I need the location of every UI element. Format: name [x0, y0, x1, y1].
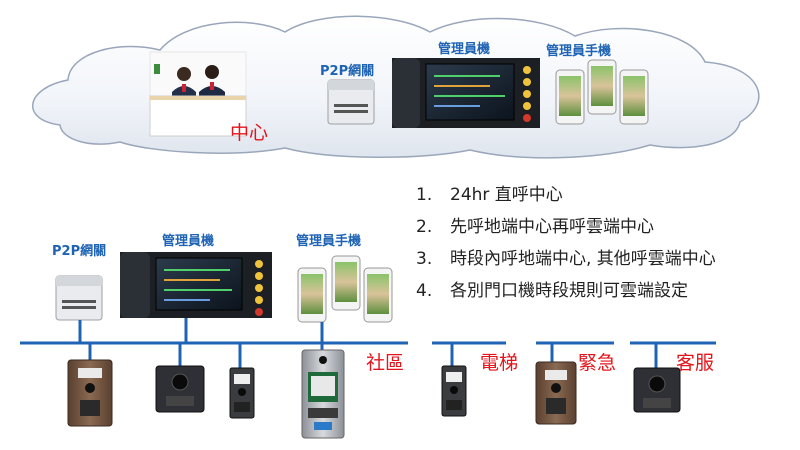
- zone-service-label: 客服: [676, 352, 715, 374]
- routing-rules-list: 1.24hr 直呼中心 2.先呼地端中心再呼雲端中心 3.時段內呼地端中心, 其…: [416, 179, 716, 307]
- rule-item: 4.各別門口機時段規則可雲端設定: [416, 281, 688, 301]
- door-station-1: [67, 359, 113, 427]
- cloud-center-label: 中心: [230, 122, 269, 144]
- cloud-admin-phones-image: [555, 59, 649, 125]
- door-station-3: [229, 367, 255, 419]
- zone-emergency-label: 緊急: [578, 352, 617, 374]
- rule-item: 3.時段內呼地端中心, 其他呼雲端中心: [416, 249, 716, 269]
- local-p2p-gateway-label: P2P網關: [52, 244, 107, 259]
- cloud-p2p-gateway-label: P2P網關: [320, 64, 375, 79]
- network-bus-lines: [20, 318, 716, 368]
- local-p2p-gateway-device: [55, 275, 103, 321]
- cloud-admin-phone-label: 管理員手機: [546, 44, 612, 59]
- zone-elevator-label: 電梯: [480, 352, 519, 374]
- cloud-admin-console-label: 管理員機: [438, 42, 491, 57]
- door-station-elevator: [441, 365, 467, 417]
- reception-desk-image: [149, 51, 247, 137]
- local-admin-console-device: [120, 252, 272, 318]
- local-admin-phones-image: [297, 255, 393, 323]
- cloud-p2p-gateway-device: [327, 79, 375, 125]
- door-station-4: [301, 349, 345, 439]
- local-admin-console-label: 管理員機: [162, 234, 215, 249]
- door-station-emergency: [535, 361, 577, 425]
- zone-community-label: 社區: [366, 352, 405, 374]
- rule-item: 2.先呼地端中心再呼雲端中心: [416, 217, 654, 237]
- cloud-admin-console-device: [392, 58, 540, 128]
- local-admin-phone-label: 管理員手機: [296, 234, 362, 249]
- door-station-2: [155, 365, 205, 413]
- rule-item: 1.24hr 直呼中心: [416, 185, 563, 205]
- door-station-service: [633, 367, 681, 413]
